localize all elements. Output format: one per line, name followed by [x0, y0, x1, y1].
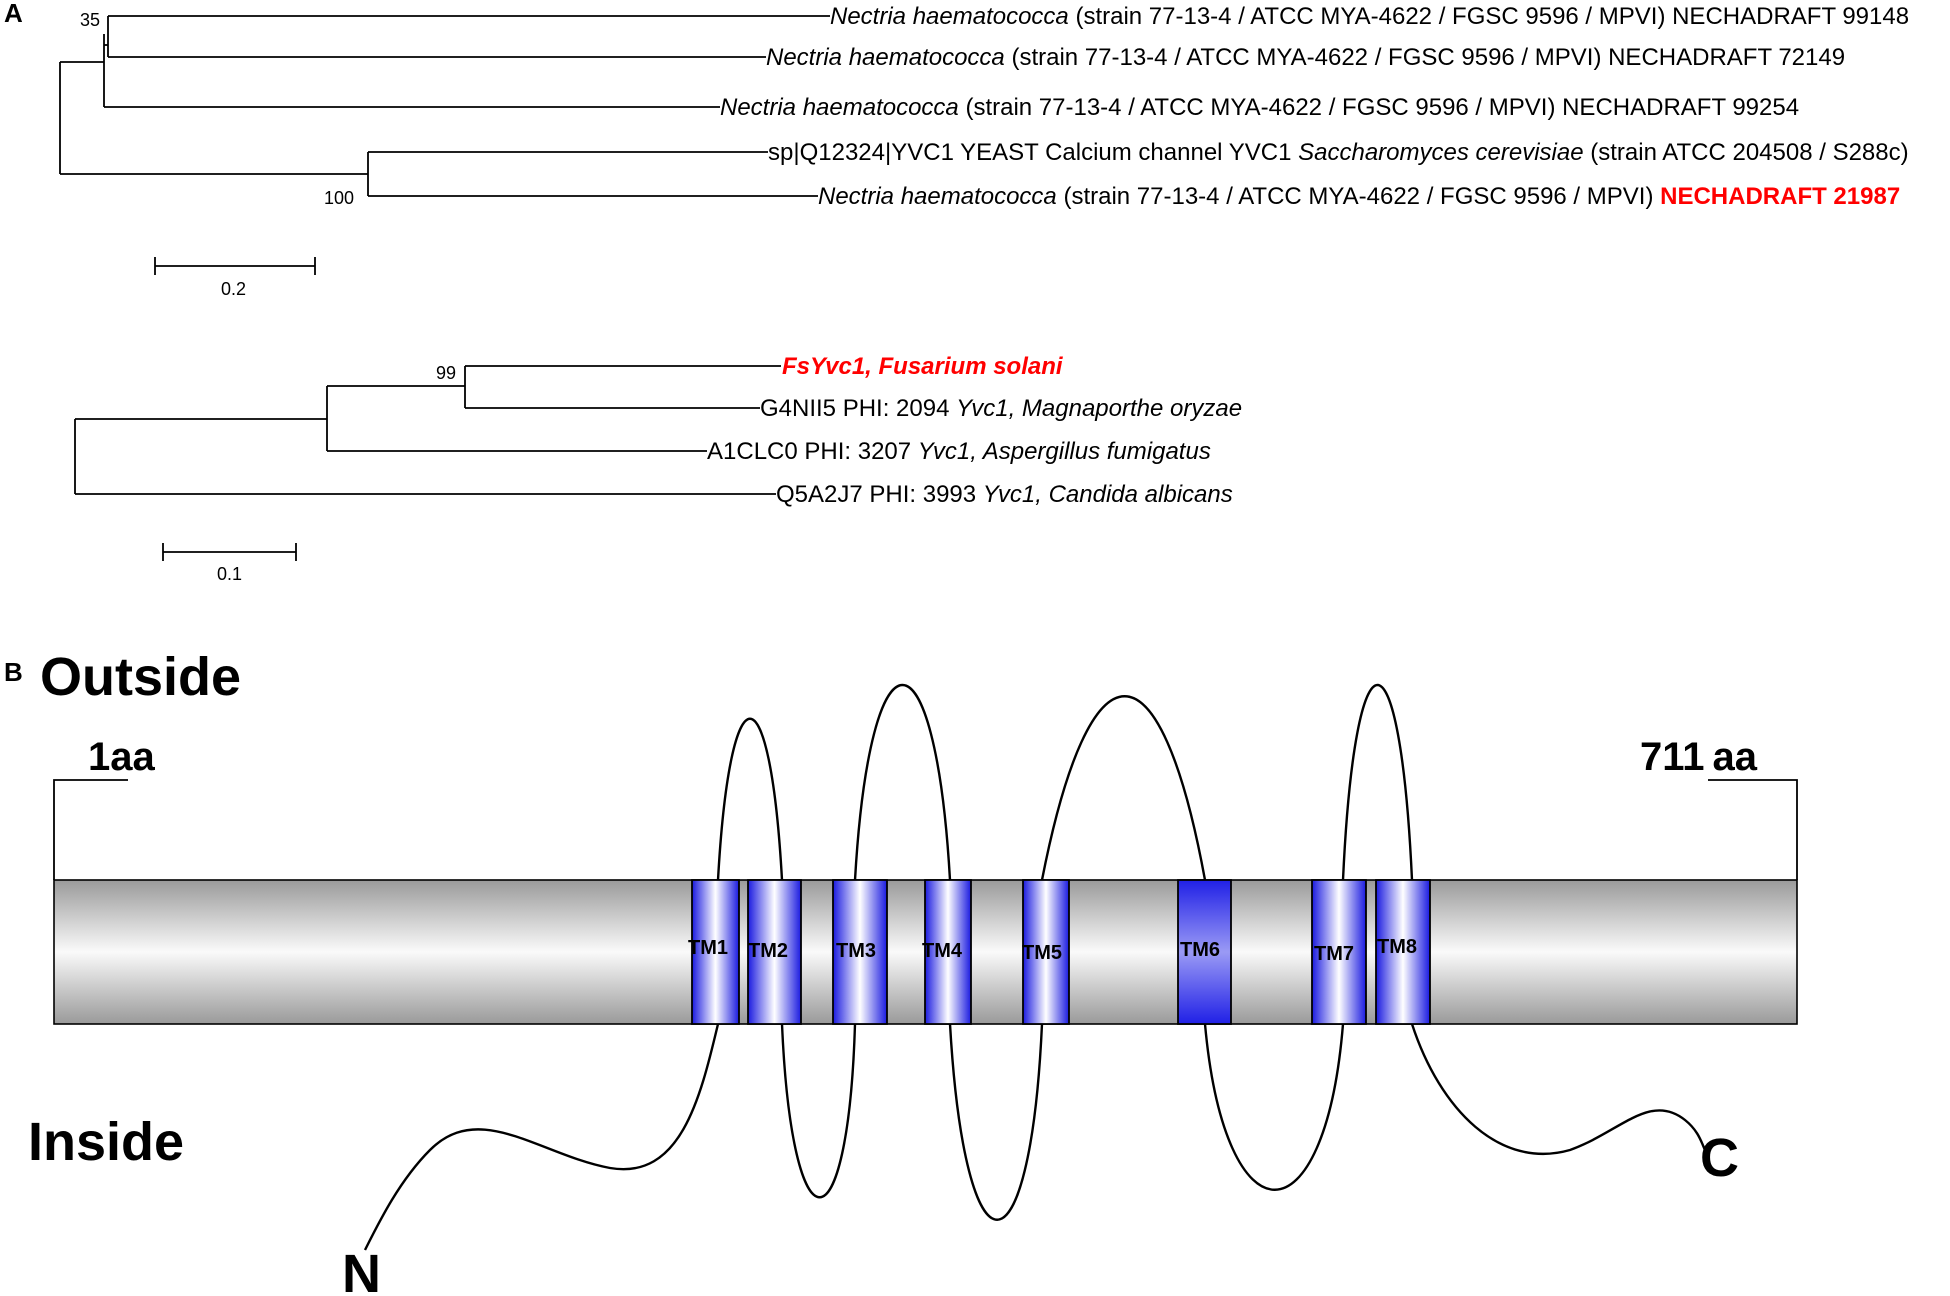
taxon-fsyvc1-fusarium-solani: FsYvc1, Fusarium solani [782, 353, 1064, 380]
extracellular-loop-4 [1341, 683, 1414, 881]
panel-a-label: A [4, 0, 23, 28]
c-terminus-label: C [1700, 1128, 1739, 1188]
tm1-helix: TM1 [688, 879, 740, 1025]
taxon-yeast-yvc1: sp|Q12324|YVC1 YEAST Calcium channel YVC… [768, 139, 1909, 166]
tm4-helix: TM4 [922, 879, 972, 1025]
tm5-label: TM5 [1022, 942, 1062, 964]
topology-loops [363, 683, 1708, 1251]
scale-label-0-1: 0.1 [217, 564, 242, 584]
support-value-99: 99 [436, 363, 456, 383]
tm7-label: TM7 [1314, 943, 1354, 965]
scale-label-0-2: 0.2 [221, 279, 246, 299]
phylogenetic-tree-1: 35 100 Nectria haematococca (strain 77-1… [59, 3, 1909, 299]
phylogenetic-tree-2: 99 FsYvc1, Fusarium solani G4NII5 PHI: 2… [74, 353, 1242, 584]
taxon-nechadraft-99148: Nectria haematococca (strain 77-13-4 / A… [830, 3, 1909, 30]
tm1-label: TM1 [688, 937, 728, 959]
panel-b-label: B [4, 657, 23, 687]
tm6-label: TM6 [1180, 939, 1220, 961]
taxon-magnaporthe-oryzae: G4NII5 PHI: 2094 Yvc1, Magnaporthe oryza… [760, 395, 1242, 422]
tm8-helix: TM8 [1375, 879, 1431, 1025]
intracellular-loop-1 [780, 1023, 857, 1199]
tm8-label: TM8 [1377, 936, 1417, 958]
tm3-helix: TM3 [832, 879, 888, 1025]
tm2-helix: TM2 [747, 879, 802, 1025]
start-aa-label: 1aa [88, 735, 155, 779]
taxon-candida-albicans: Q5A2J7 PHI: 3993 Yvc1, Candida albicans [776, 481, 1233, 508]
taxon-nechadraft-99254: Nectria haematococca (strain 77-13-4 / A… [720, 94, 1799, 121]
support-value-100: 100 [324, 188, 354, 208]
extracellular-loop-3 [1040, 695, 1207, 881]
scale-bar-0-2: 0.2 [154, 257, 316, 299]
tm5-helix: TM5 [1022, 879, 1070, 1025]
tm2-label: TM2 [748, 940, 788, 962]
extracellular-loop-2 [853, 684, 952, 881]
start-aa-bracket: 1aa [53, 735, 155, 880]
intracellular-loop-2 [948, 1023, 1044, 1221]
extracellular-loop-1 [716, 717, 784, 881]
support-value-35: 35 [80, 10, 100, 30]
tm-helices: TM1 TM2 TM3 TM4 TM5 TM6 TM7 TM8 [688, 879, 1431, 1025]
inside-label: Inside [28, 1112, 184, 1172]
c-terminal-tail [1410, 1023, 1708, 1156]
tm6-helix: TM6 [1177, 879, 1232, 1025]
tm3-label: TM3 [836, 940, 876, 962]
intracellular-loop-3 [1203, 1023, 1345, 1191]
taxon-nechadraft-21987: Nectria haematococca (strain 77-13-4 / A… [818, 183, 1900, 210]
tm4-label: TM4 [922, 940, 963, 962]
scale-bar-0-1: 0.1 [162, 543, 297, 584]
n-terminal-tail [363, 1023, 720, 1251]
taxon-aspergillus-fumigatus: A1CLC0 PHI: 3207 Yvc1, Aspergillus fumig… [707, 438, 1211, 465]
tm7-helix: TM7 [1311, 879, 1367, 1025]
outside-label: Outside [40, 647, 241, 707]
n-terminus-label: N [342, 1244, 381, 1296]
taxon-nechadraft-72149: Nectria haematococca (strain 77-13-4 / A… [766, 44, 1845, 71]
